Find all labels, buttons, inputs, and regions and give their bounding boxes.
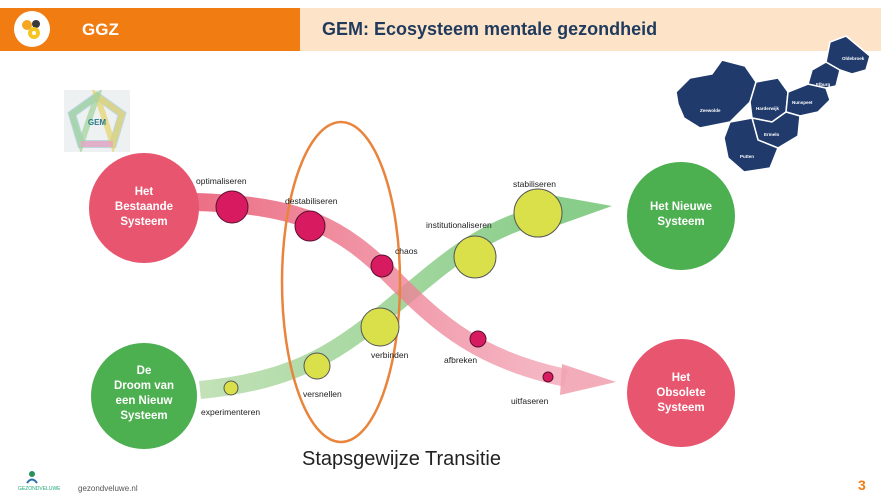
- existing-system-circle: [89, 153, 199, 263]
- afbreken-dot: [469, 330, 487, 348]
- ggz-logo-icon: [14, 11, 50, 47]
- label-afbreken: afbreken: [444, 355, 477, 365]
- label-versnellen: versnellen: [303, 389, 342, 399]
- focus-ellipse: [280, 120, 402, 444]
- label-destabiliseren: destabiliseren: [285, 196, 338, 206]
- gem-logo-label: GEM: [88, 118, 107, 127]
- header-left-title: GGZ: [82, 20, 119, 39]
- dream-system-circle: [91, 343, 197, 449]
- label-chaos: chaos: [395, 246, 418, 256]
- green-arrow-head: [556, 196, 612, 226]
- institutionaliseren-dot: [453, 235, 497, 279]
- dream-system-line4: Systeem: [120, 410, 167, 422]
- footer-logo-text: GEZONDVELUWE: [18, 486, 61, 492]
- red-arrow-head: [560, 364, 616, 395]
- header-right-band: GEM: Ecosysteem mentale gezondheid: [300, 8, 881, 51]
- obsolete-system-line2: Obsolete: [656, 387, 705, 399]
- existing-system-line3: Systeem: [120, 216, 167, 228]
- footer-url[interactable]: gezondveluwe.nl: [78, 484, 138, 493]
- obsolete-system-circle: [627, 339, 735, 447]
- experimenteren-dot: [223, 380, 239, 396]
- map-label-ermelo: Ermelo: [764, 132, 780, 137]
- label-uitfaseren: uitfaseren: [511, 396, 549, 406]
- region-map: Oldebroek Elburg Zeewolde Harderwijk Nun…: [675, 35, 871, 173]
- new-system-line2: Systeem: [657, 216, 704, 228]
- map-region-oldebroek: [825, 35, 871, 75]
- destabiliseren-dot: [294, 210, 326, 242]
- obsolete-system-line3: Systeem: [657, 402, 704, 414]
- chaos-dot: [370, 254, 394, 278]
- verbinden-dot: [360, 307, 400, 347]
- label-institutionaliseren: institutionaliseren: [426, 220, 492, 230]
- versnellen-dot: [303, 352, 331, 380]
- header-left-band: GGZ: [0, 8, 300, 51]
- page-number: 3: [858, 477, 866, 493]
- stabiliseren-dot: [513, 188, 563, 238]
- obsolete-system-line1: Het: [672, 372, 691, 384]
- map-region-putten: [723, 117, 779, 173]
- gem-logo: GEM: [64, 88, 130, 154]
- label-optimaliseren: optimaliseren: [196, 176, 247, 186]
- existing-system-line1: Het: [135, 186, 154, 198]
- map-label-elburg: Elburg: [816, 82, 831, 87]
- optimaliseren-dot: [215, 190, 249, 224]
- gezondveluwe-logo: [22, 470, 42, 484]
- map-label-harderwijk: Harderwijk: [756, 106, 780, 111]
- label-experimenteren: experimenteren: [201, 407, 260, 417]
- red-transition-arrow: [194, 193, 568, 387]
- label-verbinden: verbinden: [371, 350, 409, 360]
- existing-system-line2: Bestaande: [115, 201, 173, 213]
- map-label-putten: Putten: [740, 154, 754, 159]
- new-system-line1: Het Nieuwe: [650, 201, 712, 213]
- dream-system-line2: Droom van: [114, 380, 174, 392]
- dream-system-line1: De: [137, 365, 152, 377]
- map-label-zeewolde: Zeewolde: [700, 108, 721, 113]
- slide-title: GEM: Ecosysteem mentale gezondheid: [322, 19, 658, 39]
- map-region-zeewolde: [675, 59, 757, 129]
- map-label-nunspeet: Nunspeet: [792, 100, 813, 105]
- new-system-circle: [627, 162, 735, 270]
- map-label-oldebroek: Oldebroek: [842, 56, 865, 61]
- dream-system-line3: een Nieuw: [116, 395, 173, 407]
- uitfaseren-dot: [542, 371, 554, 383]
- label-stabiliseren: stabiliseren: [513, 179, 556, 189]
- caption: Stapsgewijze Transitie: [302, 448, 501, 470]
